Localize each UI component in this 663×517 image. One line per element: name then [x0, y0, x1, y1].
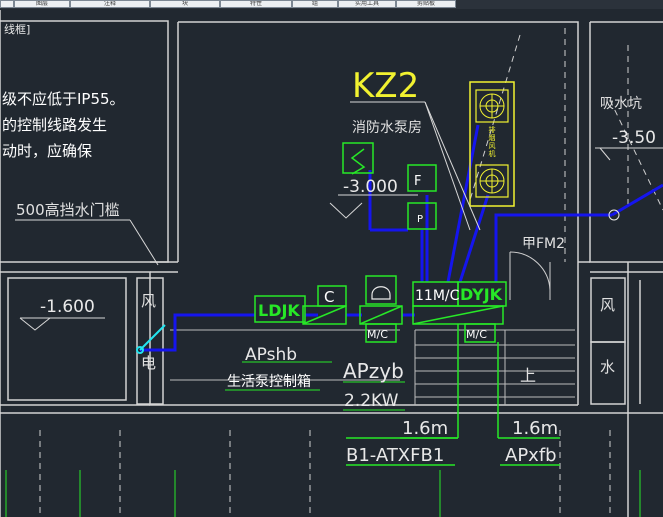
wind-label-1: 风 [141, 292, 156, 310]
frame-label: 线框] [4, 22, 30, 36]
leaders [15, 101, 663, 331]
cabinet-id: KZ2 [352, 66, 419, 106]
walls [0, 10, 663, 517]
sump-label: 吸水坑 [600, 96, 642, 112]
level-left: -1.600 [40, 297, 95, 317]
ribbon-tab-0[interactable] [0, 0, 14, 8]
label-apshb: APshb [245, 345, 297, 365]
block-mc-1-text: M/C [367, 328, 388, 341]
stair-up-label: 上 [520, 366, 536, 385]
block-c-text: C [324, 288, 334, 306]
block-f [407, 164, 437, 192]
block-11mc-text: 11M/C [415, 288, 460, 304]
block-mc-2 [464, 323, 496, 343]
water-label: 水 [600, 358, 615, 376]
wave-icon [350, 148, 366, 175]
label-underlines [225, 361, 405, 411]
block-mc-2-text: M/C [466, 328, 487, 341]
block-f-text: F [414, 174, 421, 189]
door-label: 甲FM2 [522, 236, 565, 252]
label-apxfb: APxfb [505, 445, 557, 466]
note-line-1: 级不应低于IP55。 [2, 90, 125, 108]
level-pump-room: -3.000 [343, 177, 398, 197]
exhaust-fan-panel [469, 81, 515, 207]
ribbon-tab-block[interactable]: 块 [150, 0, 220, 8]
cable-routes [140, 124, 663, 352]
block-bell [365, 275, 397, 305]
label-life-pump: 生活泵控制箱 [227, 374, 311, 390]
block-ldjk-text: LDJK [258, 301, 300, 320]
ribbon-tab-group[interactable]: 组 [292, 0, 338, 8]
block-mc-1 [365, 323, 397, 343]
ribbon-tab-layers[interactable]: 图层 [14, 0, 70, 8]
ribbon-tab-utilities[interactable]: 实用工具 [338, 0, 396, 8]
block-p-text: P [417, 214, 423, 225]
note-line-3: 动时，应确保 [2, 142, 92, 160]
ribbon-tab-properties[interactable]: 特性 [220, 0, 292, 8]
wall-light-icon [136, 324, 166, 354]
block-s [342, 142, 374, 174]
label-height-1: 1.6m [402, 418, 448, 439]
device-blocks [254, 142, 560, 466]
ribbon-tab-bar: 图层 注释 块 特性 组 实用工具 剪贴板 [0, 0, 663, 9]
ribbon-tab-annotation[interactable]: 注释 [70, 0, 150, 8]
label-height-2: 1.6m [512, 418, 558, 439]
power-label: 电 [141, 354, 156, 372]
label-apzyb: APzyb [343, 359, 404, 383]
grid-ticks [5, 470, 641, 517]
staircase [170, 329, 575, 405]
block-ldjk [254, 295, 306, 323]
label-b1-atxfb1: B1-ATXFB1 [346, 445, 444, 466]
note-line-2: 的控制线路发生 [2, 116, 107, 134]
block-dyjk [457, 281, 507, 307]
panel-vertical-text: 排烟风机 [488, 126, 496, 158]
wind-label-2: 风 [600, 296, 615, 314]
door-fm2 [509, 251, 551, 300]
block-dyjk-text: DYJK [460, 285, 503, 304]
label-power: 2.2KW [344, 391, 399, 411]
block-p [407, 202, 437, 230]
room-label: 消防水泵房 [352, 120, 422, 136]
level-right: -3.50 [612, 128, 656, 148]
bell-icon [371, 286, 391, 300]
threshold-label: 500高挡水门槛 [16, 201, 120, 219]
junction-point [608, 209, 620, 221]
ribbon-tab-clipboard[interactable]: 剪贴板 [396, 0, 456, 8]
